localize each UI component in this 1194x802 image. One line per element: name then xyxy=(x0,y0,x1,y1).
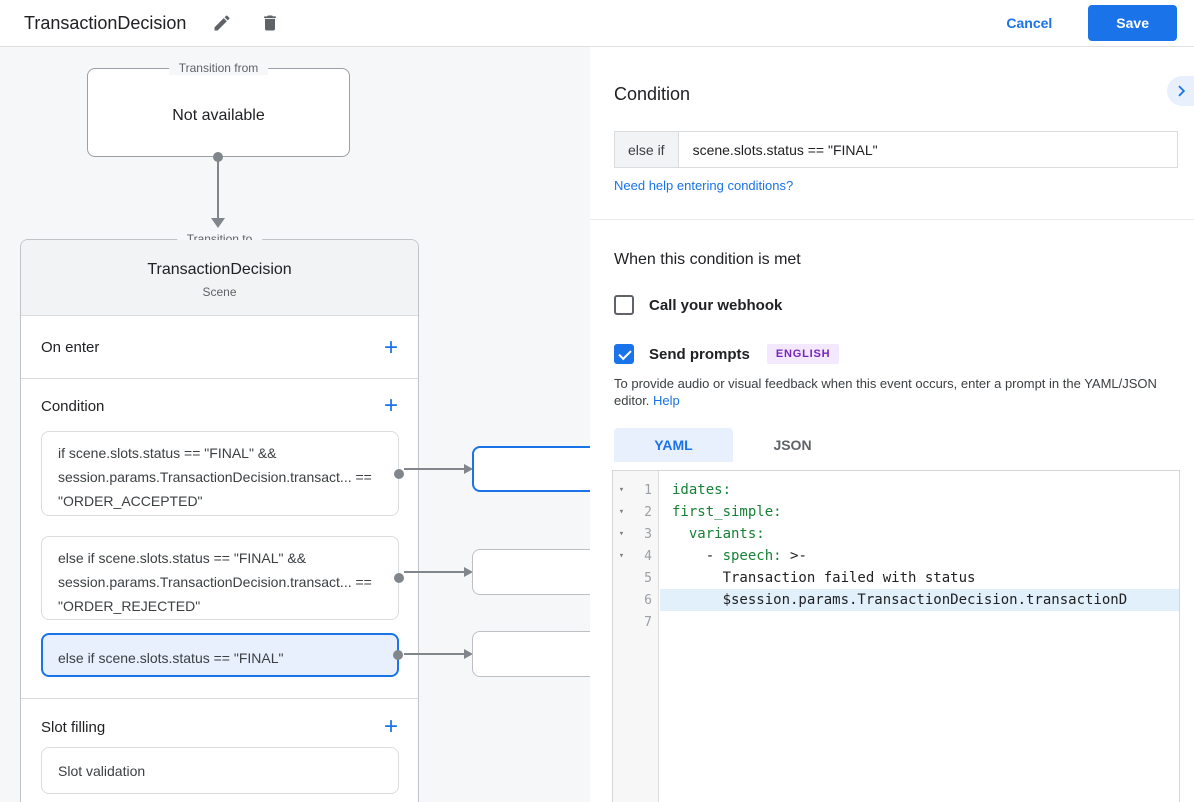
code-lines: ▾ 1 idates: ▾ 2 first_simple: ▾ 3 variants: ▾ 4 -… xyxy=(613,479,1179,633)
code-line[interactable]: 6 $session.params.TransactionDecision.tr… xyxy=(613,589,1179,611)
collapse-panel-button[interactable] xyxy=(1167,76,1194,106)
condition-input-group: else if xyxy=(614,131,1178,168)
fold-arrow-icon[interactable]: ▾ xyxy=(618,485,625,495)
scene-name: TransactionDecision xyxy=(147,261,292,278)
condition-section-header: Condition + xyxy=(21,388,418,424)
scene-card-header: TransactionDecision Scene xyxy=(21,240,418,316)
edit-title-button[interactable] xyxy=(210,11,234,35)
code-text: first_simple: xyxy=(672,504,782,520)
slot-filling-label: Slot filling xyxy=(41,718,106,736)
transition-from-box: Transition from Not available xyxy=(87,61,350,157)
prompt-hint: To provide audio or visual feedback when… xyxy=(614,376,1157,408)
save-button[interactable]: Save xyxy=(1088,5,1177,41)
code-line[interactable]: ▾ 3 variants: xyxy=(613,523,1179,545)
add-condition-button[interactable]: + xyxy=(383,392,398,419)
condition-card-1[interactable]: if scene.slots.status == "FINAL" && sess… xyxy=(41,431,404,516)
code-text: idates: xyxy=(672,482,732,498)
webhook-label: Call your webhook xyxy=(649,296,783,314)
line-number: 1 xyxy=(644,482,652,498)
condition-details-panel: Condition else if Need help entering con… xyxy=(590,47,1194,802)
send-prompts-label: Send prompts xyxy=(649,345,750,363)
scene-diagram-canvas: Transition from Not available Transition… xyxy=(0,47,1194,802)
delete-scene-button[interactable] xyxy=(258,11,282,35)
prompt-hint-text: To provide audio or visual feedback when… xyxy=(614,375,1180,409)
transition-target-box-selected[interactable] xyxy=(472,446,604,492)
slot-validation-label: Slot validation xyxy=(58,762,146,779)
transition-from-content: Not available xyxy=(172,107,265,124)
send-prompts-row[interactable]: Send prompts ENGLISH xyxy=(614,344,840,364)
editor-gutter xyxy=(613,471,659,802)
panel-divider xyxy=(590,219,1194,220)
condition-expression-input[interactable] xyxy=(678,132,1177,167)
code-line[interactable]: 5 Transaction failed with status xyxy=(613,567,1179,589)
section-divider xyxy=(21,698,418,699)
line-number: 7 xyxy=(644,614,652,630)
chevron-right-icon xyxy=(1178,85,1186,97)
trash-icon xyxy=(264,15,277,31)
condition-section-label: Condition xyxy=(41,397,105,415)
condition-card-2[interactable]: else if scene.slots.status == "FINAL" &&… xyxy=(41,536,404,620)
transition-arrow xyxy=(404,649,473,659)
code-text: - speech: >- xyxy=(672,548,807,564)
language-badge: ENGLISH xyxy=(766,344,840,364)
code-line[interactable]: 7 xyxy=(613,611,1179,633)
send-prompts-checkbox[interactable] xyxy=(614,344,634,364)
code-text: variants: xyxy=(688,526,765,542)
line-number: 5 xyxy=(644,570,652,586)
when-condition-heading: When this condition is met xyxy=(614,251,801,268)
fold-arrow-icon[interactable]: ▾ xyxy=(618,529,625,539)
line-number: 2 xyxy=(644,504,652,520)
condition-card-text: else if scene.slots.status == "FINAL" xyxy=(58,650,284,666)
transition-arrow xyxy=(404,567,473,577)
line-number: 3 xyxy=(644,526,652,542)
on-enter-label: On enter xyxy=(41,339,100,356)
code-line[interactable]: ▾ 4 - speech: >- xyxy=(613,545,1179,567)
transition-arrow xyxy=(404,464,473,474)
condition-prefix-label: else if xyxy=(615,132,679,167)
code-line[interactable]: ▾ 2 first_simple: xyxy=(613,501,1179,523)
yaml-code-editor[interactable]: ▾ 1 idates: ▾ 2 first_simple: ▾ 3 variants: ▾ 4 -… xyxy=(612,470,1180,802)
transition-to-box: Transition to TransactionDecision Scene … xyxy=(20,232,419,802)
pencil-icon xyxy=(214,15,230,31)
page-title: TransactionDecision xyxy=(24,12,187,33)
slot-filling-section-header: Slot filling + xyxy=(21,706,418,748)
condition-card-3-selected[interactable]: else if scene.slots.status == "FINAL" xyxy=(41,633,403,677)
line-number: 6 xyxy=(644,592,652,608)
connector-dot xyxy=(393,650,403,660)
editor-tabs: YAML JSON xyxy=(614,428,852,462)
condition-card-text: if scene.slots.status == "FINAL" && sess… xyxy=(58,445,372,509)
fold-arrow-icon[interactable]: ▾ xyxy=(618,551,625,561)
panel-title: Condition xyxy=(614,84,691,104)
add-slot-button[interactable]: + xyxy=(383,713,398,740)
connector-dot xyxy=(394,573,404,583)
code-line[interactable]: ▾ 1 idates: xyxy=(613,479,1179,501)
conditions-help-link[interactable]: Need help entering conditions? xyxy=(614,178,794,193)
scene-type-label: Scene xyxy=(202,285,237,299)
fold-arrow-icon[interactable]: ▾ xyxy=(618,507,625,517)
code-text: Transaction failed with status xyxy=(672,570,976,586)
transition-target-box[interactable] xyxy=(472,631,604,677)
condition-card-text: else if scene.slots.status == "FINAL" &&… xyxy=(58,550,372,614)
help-link[interactable]: Help xyxy=(653,393,680,408)
on-enter-section[interactable]: On enter + xyxy=(21,317,418,379)
connector-arrowhead xyxy=(211,218,225,228)
transition-target-box[interactable] xyxy=(472,549,604,595)
line-number: 4 xyxy=(644,548,652,564)
tab-yaml[interactable]: YAML xyxy=(614,428,733,462)
connector-line xyxy=(217,157,219,218)
connector-dot xyxy=(394,468,404,479)
code-text: $session.params.TransactionDecision.tran… xyxy=(672,592,1128,608)
cancel-button[interactable]: Cancel xyxy=(1006,15,1053,31)
add-on-enter-button[interactable]: + xyxy=(383,333,398,361)
call-webhook-row[interactable]: Call your webhook xyxy=(614,295,782,315)
tab-json[interactable]: JSON xyxy=(773,437,812,453)
top-bar: TransactionDecision Cancel Save xyxy=(0,0,1194,47)
webhook-checkbox[interactable] xyxy=(614,295,634,315)
slot-validation-card[interactable]: Slot validation xyxy=(41,747,399,794)
transition-from-legend: Transition from xyxy=(168,61,269,75)
